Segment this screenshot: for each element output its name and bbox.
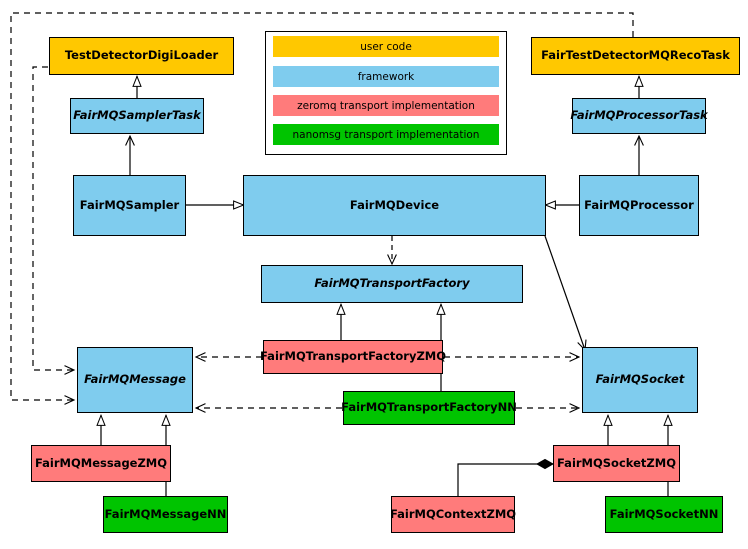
class-node-fairmqmessage[interactable]: FairMQMessage — [77, 347, 193, 413]
class-node-fairmqdevice[interactable]: FairMQDevice — [243, 175, 546, 236]
edge-device-socket — [544, 235, 587, 352]
legend-item-framework: framework — [273, 66, 499, 87]
class-node-fairmqsocketnn[interactable]: FairMQSocketNN — [605, 496, 723, 533]
edge-socketzmq-contextzmq — [457, 458, 555, 496]
class-node-fairmqtransportfactory[interactable]: FairMQTransportFactory — [261, 265, 523, 303]
edge-digiloader-message — [32, 66, 76, 375]
class-node-fairmqtransportfactoryzmq[interactable]: FairMQTransportFactoryZMQ — [260, 340, 446, 374]
class-node-fairmqmessagenn[interactable]: FairMQMessageNN — [103, 496, 228, 533]
class-node-fairmqcontextzmq[interactable]: FairMQContextZMQ — [390, 496, 516, 533]
class-node-fairmqmessagezmq[interactable]: FairMQMessageZMQ — [31, 445, 171, 482]
class-node-fairmqsampler[interactable]: FairMQSampler — [73, 175, 186, 236]
class-node-fairtestdetectormqrecotask[interactable]: FairTestDetectorMQRecoTask — [531, 37, 740, 75]
legend-item-nanomsg: nanomsg transport implementation — [273, 124, 499, 145]
class-node-fairmqsamplertask[interactable]: FairMQSamplerTask — [70, 98, 204, 134]
class-node-testdetectordigiloader[interactable]: TestDetectorDigiLoader — [49, 37, 234, 75]
legend-item-zeromq: zeromq transport implementation — [273, 95, 499, 116]
class-node-fairmqtransportfactorynn[interactable]: FairMQTransportFactoryNN — [341, 391, 517, 425]
class-node-fairmqprocessortask[interactable]: FairMQProcessorTask — [570, 98, 708, 134]
edge-recotask-message — [10, 12, 634, 405]
class-node-fairmqsocket[interactable]: FairMQSocket — [582, 347, 698, 413]
class-node-fairmqsocketzmq[interactable]: FairMQSocketZMQ — [553, 445, 680, 482]
legend-item-user-code: user code — [273, 36, 499, 57]
class-node-fairmqprocessor[interactable]: FairMQProcessor — [579, 175, 699, 236]
